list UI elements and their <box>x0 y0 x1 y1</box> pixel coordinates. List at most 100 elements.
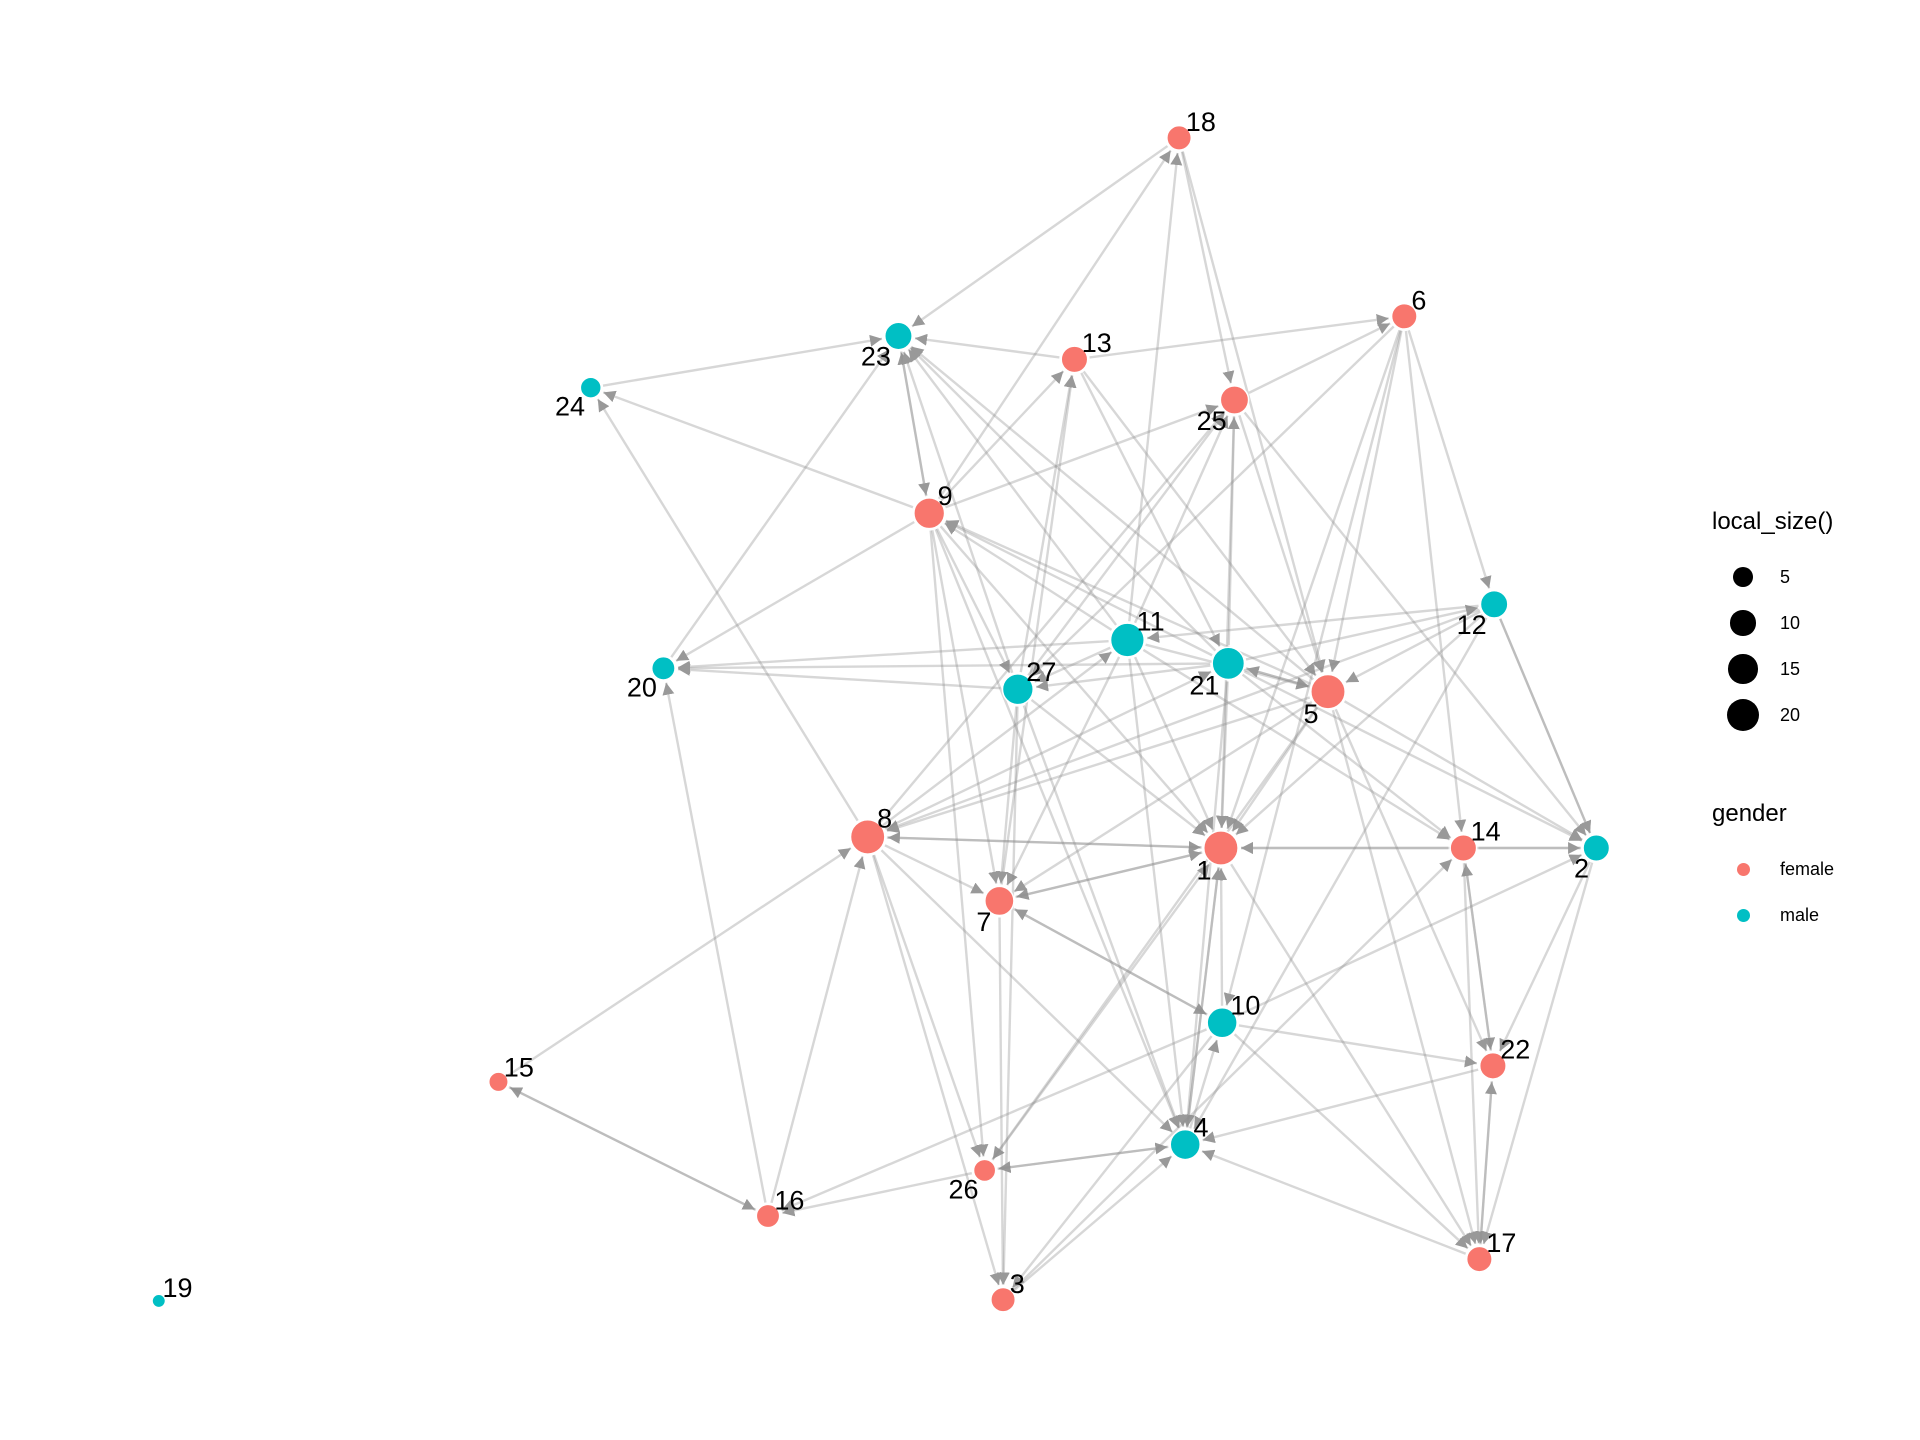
node-20[interactable] <box>650 655 676 681</box>
node-label-21: 21 <box>1189 670 1219 700</box>
edge-21-to-23 <box>909 346 1217 652</box>
node-25[interactable] <box>1219 385 1250 415</box>
edge-5-to-9 <box>945 519 1311 685</box>
edge-5-to-8 <box>886 696 1311 833</box>
edge-8-to-11 <box>882 651 1113 827</box>
edge-11-to-14 <box>1142 648 1451 841</box>
node-10[interactable] <box>1206 1007 1238 1039</box>
edge-5-to-1 <box>1231 706 1319 833</box>
node-14[interactable] <box>1449 834 1478 862</box>
edge-6-to-12 <box>1407 330 1492 589</box>
edge-9-to-13 <box>940 370 1065 502</box>
node-26[interactable] <box>972 1158 997 1183</box>
edge-21-to-25 <box>1227 417 1240 646</box>
node-5[interactable] <box>1310 673 1346 710</box>
edge-11-to-27 <box>1034 646 1111 683</box>
node-2[interactable] <box>1582 834 1611 862</box>
node-15[interactable] <box>487 1071 509 1093</box>
edge-27-to-13 <box>1019 375 1076 673</box>
edge-14-to-22 <box>1464 862 1496 1050</box>
edge-7-to-13 <box>1000 375 1077 885</box>
edge-9-to-26 <box>929 530 989 1157</box>
edge-15-to-16 <box>508 1085 756 1211</box>
edge-9-to-1 <box>939 525 1209 834</box>
edge-8-to-4 <box>880 849 1174 1133</box>
node-18[interactable] <box>1166 124 1193 151</box>
edge-4-to-26 <box>998 1145 1169 1174</box>
color-legend-label: female <box>1780 858 1835 879</box>
edge-21-to-9 <box>945 520 1213 657</box>
node-8[interactable] <box>849 818 886 855</box>
node-label-9: 9 <box>938 481 953 511</box>
node-1[interactable] <box>1202 830 1239 866</box>
size-swatch-icon <box>1730 610 1756 636</box>
edge-21-to-12 <box>1245 604 1479 661</box>
node-23[interactable] <box>884 321 913 351</box>
node-27[interactable] <box>1001 673 1034 706</box>
node-16[interactable] <box>755 1203 781 1229</box>
node-label-27: 27 <box>1026 657 1056 687</box>
edge-14-to-17 <box>1462 863 1485 1244</box>
edge-26-to-16 <box>782 1171 973 1217</box>
size-swatch-icon <box>1733 567 1753 587</box>
edge-23-to-9 <box>899 351 930 496</box>
node-7[interactable] <box>984 885 1015 917</box>
edge-5-to-21 <box>1246 666 1310 688</box>
size-legend-item: 20 <box>1712 692 1834 738</box>
edge-21-to-14 <box>1241 673 1452 839</box>
edge-5-to-2 <box>1343 700 1583 841</box>
node-3[interactable] <box>990 1286 1017 1313</box>
edge-11-to-20 <box>677 639 1109 673</box>
node-label-19: 19 <box>162 1273 192 1303</box>
node-label-22: 22 <box>1500 1035 1530 1065</box>
node-21[interactable] <box>1211 646 1246 681</box>
edge-10-to-1 <box>1215 868 1228 1006</box>
node-label-10: 10 <box>1230 991 1260 1021</box>
edge-1-to-4 <box>1182 866 1220 1127</box>
edge-1-to-17 <box>1230 863 1473 1247</box>
edge-4-to-10 <box>1189 1039 1220 1129</box>
edge-3-to-4 <box>1013 1155 1173 1292</box>
size-legend-label: 15 <box>1780 658 1801 679</box>
color-swatch-icon <box>1736 862 1750 876</box>
node-label-7: 7 <box>976 907 991 937</box>
edge-21-to-2 <box>1243 670 1583 842</box>
size-legend-label: 10 <box>1780 612 1801 633</box>
size-legend-label: 20 <box>1780 704 1801 725</box>
node-4[interactable] <box>1169 1128 1201 1161</box>
edge-27-to-25 <box>1027 412 1226 677</box>
node-label-1: 1 <box>1196 855 1211 885</box>
node-9[interactable] <box>913 497 946 530</box>
node-17[interactable] <box>1465 1245 1493 1273</box>
edge-27-to-23 <box>901 351 1014 674</box>
edge-16-to-15 <box>509 1086 757 1211</box>
node-label-24: 24 <box>555 391 585 421</box>
node-22[interactable] <box>1478 1051 1507 1080</box>
edge-27-to-1 <box>1030 698 1206 837</box>
edge-25-to-5 <box>1238 415 1324 673</box>
edge-11-to-18 <box>1128 152 1183 622</box>
node-24[interactable] <box>579 376 602 399</box>
edge-7-to-10 <box>1013 907 1207 1016</box>
node-label-4: 4 <box>1193 1112 1208 1142</box>
size-legend-item: 15 <box>1712 646 1834 692</box>
node-11[interactable] <box>1109 622 1145 658</box>
node-13[interactable] <box>1060 345 1089 374</box>
edge-21-to-1 <box>1216 681 1229 828</box>
node-label-2: 2 <box>1574 853 1589 883</box>
edge-7-to-3 <box>996 917 1009 1285</box>
edge-27-to-7 <box>995 706 1018 884</box>
node-6[interactable] <box>1390 302 1418 330</box>
edge-4-to-1 <box>1186 867 1224 1128</box>
node-label-5: 5 <box>1304 699 1319 729</box>
node-19[interactable] <box>151 1293 167 1309</box>
node-12[interactable] <box>1479 589 1509 619</box>
node-label-13: 13 <box>1082 328 1112 358</box>
edge-10-to-22 <box>1238 1024 1478 1068</box>
edge-21-to-20 <box>678 662 1211 675</box>
edge-11-to-25 <box>1133 415 1229 624</box>
